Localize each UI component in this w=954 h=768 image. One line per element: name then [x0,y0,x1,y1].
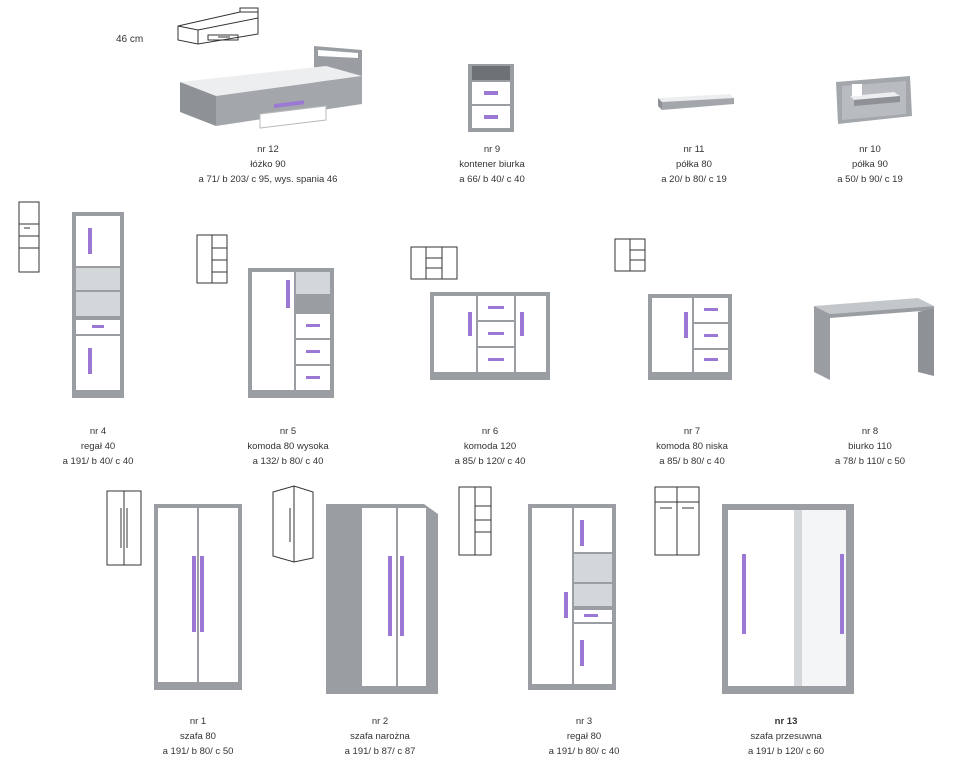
wardrobe-80-image [154,504,242,690]
shelf-90-image [836,76,912,124]
wardrobe-80-line-drawing [106,490,142,566]
dresser-120-image [430,292,550,380]
shelf-80-image [658,94,734,110]
corner-wardrobe-image [326,504,438,694]
dresser-80-high-line-drawing [196,234,228,284]
sliding-wardrobe-image [722,504,854,694]
bedside-container-image [468,64,514,132]
dresser-80-low-image [648,294,732,380]
bookcase-40-line-drawing [18,201,40,273]
dresser-120-line-drawing [410,246,458,280]
bookcase-80-line-drawing [458,486,492,556]
bed-height-note: 46 cm [116,34,144,45]
bookcase-40-image [72,212,124,398]
bed-line-drawing [177,7,259,45]
dresser-80-low-line-drawing [614,238,646,272]
sliding-wardrobe-line-drawing [654,486,700,556]
desk-image [814,298,934,380]
dresser-80-high-image [248,268,334,398]
bed-image [180,46,362,129]
corner-wardrobe-line-drawing [272,485,314,563]
bookcase-80-image [528,504,616,690]
